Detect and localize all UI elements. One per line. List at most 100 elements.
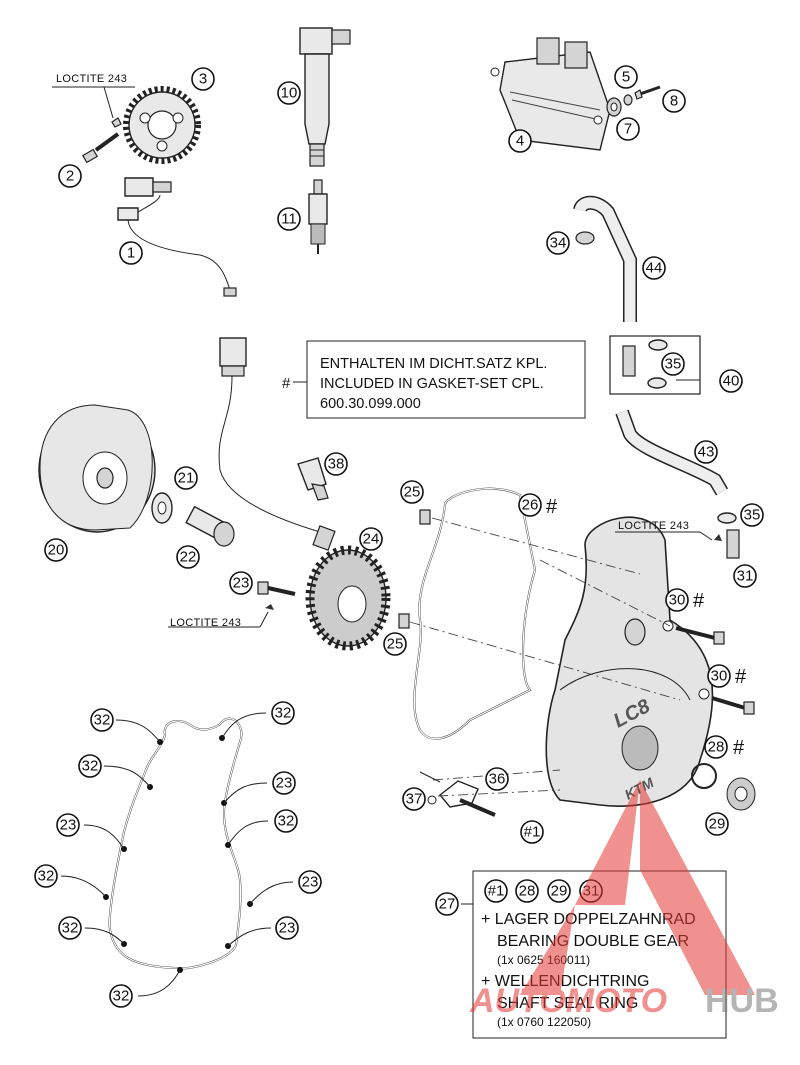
callout-20: 20: [44, 538, 68, 562]
watermark: AUTOMOTO HUB: [469, 780, 779, 1020]
svg-text:7: 7: [624, 121, 632, 138]
callout-22: 22: [176, 545, 200, 569]
callout-30a: 30: [665, 588, 689, 612]
hash-mark-28: #: [733, 737, 745, 759]
svg-text:36: 36: [489, 771, 506, 788]
kit-item1-en: BEARING DOUBLE GEAR: [497, 933, 689, 950]
callout-23-b: 23: [56, 813, 80, 837]
kit-item2-qty: (1x 0760 122050): [497, 1015, 591, 1029]
callout-23: 23: [229, 571, 253, 595]
callout-11: 11: [277, 207, 301, 231]
hash-mark-26: #: [546, 496, 558, 518]
cable-guide: [427, 780, 496, 817]
plug-o-ring: [691, 763, 717, 789]
callout-44: 44: [642, 256, 666, 280]
callout-3: 3: [191, 67, 215, 91]
callout-24: 24: [359, 527, 383, 551]
callout-32-b: 32: [78, 754, 102, 778]
callout-25b: 25: [383, 632, 407, 656]
svg-text:40: 40: [723, 373, 740, 390]
svg-text:37: 37: [406, 791, 423, 808]
pulse-sensor: [117, 177, 237, 297]
svg-text:35: 35: [744, 507, 761, 524]
svg-text:32: 32: [62, 920, 79, 937]
svg-text:2: 2: [66, 168, 74, 185]
gasket-note-line-de: ENTHALTEN IM DICHT.SATZ KPL.: [320, 356, 547, 372]
pulse-sprocket: [123, 86, 201, 164]
kit-ref-1: #1: [488, 883, 505, 900]
callout-28: 28: [704, 735, 728, 759]
loctite-label-fitting: LOCTITE 243: [618, 520, 689, 532]
svg-text:8: 8: [670, 93, 678, 110]
svg-text:20: 20: [48, 542, 65, 559]
callout-23-a: 23: [272, 771, 296, 795]
callout-31: 31: [733, 564, 757, 588]
kit-item2-de: + WELLENDICHTRING: [481, 973, 649, 990]
watermark-text-gray: HUB: [705, 982, 779, 1020]
callout-23-c: 23: [298, 870, 322, 894]
kit-item2-en: SHAFT SEAL RING: [497, 995, 638, 1012]
svg-text:23: 23: [279, 920, 296, 937]
hose-fitting: [714, 512, 740, 559]
svg-text:25: 25: [404, 484, 421, 501]
callout-30b: 30: [707, 664, 731, 688]
flywheel-nut: [185, 505, 235, 547]
vent-hose-upper: [573, 195, 637, 322]
callout-37: 37: [402, 787, 426, 811]
callout-29: 29: [705, 812, 729, 836]
callout-40: 40: [719, 369, 743, 393]
callout-32-a: 32: [90, 708, 114, 732]
svg-text:32: 32: [94, 712, 111, 729]
gasket-note-line-en: INCLUDED IN GASKET-SET CPL.: [320, 376, 544, 392]
svg-text:32: 32: [275, 705, 292, 722]
gasket-set-note: # ENTHALTEN IM DICHT.SATZ KPL. INCLUDED …: [282, 340, 586, 419]
callout-35a: 35: [661, 352, 685, 376]
callout-cover-1: #1: [520, 820, 544, 844]
svg-text:23: 23: [276, 775, 293, 792]
screw-plug: [726, 777, 756, 811]
cable-clip: [297, 457, 329, 501]
sprocket-bolt: [81, 117, 122, 164]
svg-text:34: 34: [550, 235, 567, 252]
svg-text:43: 43: [698, 444, 715, 461]
callout-2: 2: [58, 164, 82, 188]
svg-text:25: 25: [387, 636, 404, 653]
svg-text:31: 31: [737, 568, 754, 585]
breather-valve-set: [609, 335, 701, 395]
kit-item1-de: + LAGER DOPPELZAHNRAD: [481, 911, 696, 928]
kit-ref-29: 29: [551, 883, 568, 900]
ecu-screw: [634, 85, 661, 100]
callout-7: 7: [616, 117, 640, 141]
ignition-cover: LC8 KTM: [545, 516, 714, 807]
callout-26: 26: [518, 493, 542, 517]
callout-32-e: 32: [34, 864, 58, 888]
stator-bolt: [257, 581, 296, 610]
gasket-note-partno: 600.30.099.000: [320, 396, 421, 412]
svg-text:29: 29: [709, 816, 726, 833]
vent-hose-lower: [615, 409, 729, 496]
loctite-label-sprocket: LOCTITE 243: [56, 73, 127, 85]
callout-4: 4: [508, 129, 532, 153]
svg-text:32: 32: [38, 868, 55, 885]
loctite-label-stator: LOCTITE 243: [170, 617, 241, 629]
leader-lines: [52, 86, 713, 905]
gasket-note-marker: #: [282, 375, 291, 392]
svg-text:26: 26: [522, 497, 539, 514]
ecu-grommet: [606, 94, 633, 117]
spark-plug: [308, 179, 328, 254]
svg-text:30: 30: [669, 592, 686, 609]
callout-1: 1: [119, 241, 143, 265]
svg-text:4: 4: [516, 133, 524, 150]
callout-32-c: 32: [271, 701, 295, 725]
callout-23-d: 23: [275, 916, 299, 940]
case-gasket: [103, 717, 253, 973]
hash-mark-30a: #: [693, 590, 705, 612]
callout-10: 10: [277, 81, 301, 105]
svg-text:27: 27: [439, 896, 456, 913]
svg-text:32: 32: [82, 758, 99, 775]
hash-mark-30b: #: [735, 666, 747, 688]
svg-text:24: 24: [363, 531, 380, 548]
callout-32-g: 32: [109, 984, 133, 1008]
svg-text:32: 32: [113, 988, 130, 1005]
stator: [305, 545, 391, 651]
